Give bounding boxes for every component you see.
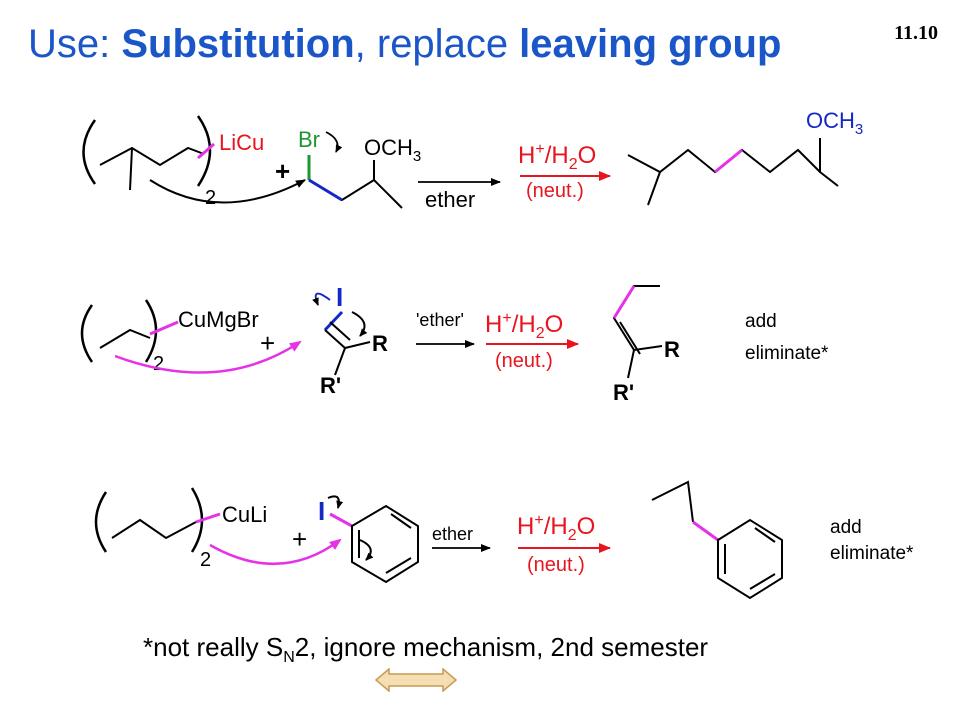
alkyl-chain [99,328,151,349]
alkyl-chain [99,146,205,167]
product-chain [651,480,694,523]
product-och3: OCH3 [806,108,863,138]
workup-neut: (neut.) [495,350,553,372]
product-methyl [647,171,661,206]
product-benzene-double-2 [749,573,776,590]
mechanism-arrow [351,311,368,337]
group-rprime: R' [320,373,341,398]
product-chain [612,285,660,351]
left-parenthesis [80,304,94,363]
leaving-group-i: I [318,496,325,526]
product-r: R [664,337,680,362]
alkene-bond-1 [324,329,346,349]
workup-neut: (neut.) [526,180,584,202]
product-benzene-double-1 [754,527,776,543]
footnote-prefix: *not really S [143,632,284,662]
reagent-cumgbr: CuMgBr [178,307,259,332]
product-r-bond [633,345,663,351]
reagent-culi: CuLi [222,502,267,527]
group-r: R [372,331,388,356]
note-eliminate: eliminate* [830,543,914,564]
leaving-arrow [325,131,343,153]
note-add: add [830,517,862,538]
solvent-ether: ether [432,524,473,544]
carbon-iodine-bond [329,512,353,528]
workup-label: H+/H2O [485,310,563,342]
solvent-ether: ether [425,187,475,212]
methyl-branch [129,147,133,191]
workup-label: H+/H2O [518,141,596,173]
workup-neut: (neut.) [527,554,585,576]
footnote-subscript: N [283,649,295,667]
plus-sign: + [275,156,290,186]
reagent-licu: LiCu [219,130,264,155]
leaving-arrow [327,495,344,509]
alkyl-chain [111,518,197,540]
substrate-chain [308,178,403,209]
note-reaction-3: add eliminate* [830,515,913,567]
carbon-copper-bond [197,142,215,160]
electron-arrow [114,340,302,374]
rprime-bond [334,347,346,376]
leaving-group-i: I [336,282,343,312]
leaving-group-br: Br [298,127,320,152]
reaction-3: CuLi 2 + I ether H+/H2O (neut.) [94,480,783,600]
carbon-iodine-bond [323,310,344,332]
mechanism-arrow [359,539,374,561]
navigation-double-arrow-icon[interactable] [375,668,457,692]
title-keyword-substitution: Substitution [121,22,355,66]
product-benzene [717,518,783,600]
substrate-blue-bond [308,178,343,202]
reaction-1: LiCu 2 + Br OCH3 ether H+/H2O (neut.) OC… [82,108,863,212]
footnote: *not really SN2, ignore mechanism, 2nd s… [143,632,708,667]
footnote-suffix: 2, ignore mechanism, 2nd semester [294,632,709,662]
carbon-copper-bond [195,512,221,524]
subscript-2: 2 [153,353,164,375]
carbon-copper-bond [149,320,179,336]
reaction-2: CuMgBr 2 + I R R' 'ether' H+/H2O (neut.)… [80,282,680,405]
product-rprime: R' [613,380,634,405]
product-rprime-bond [627,349,635,379]
electron-arrow [209,538,342,566]
plus-sign: + [292,524,307,554]
note-eliminate: eliminate* [745,343,829,364]
benzene-double-1 [390,513,412,529]
product-new-bond [612,285,636,319]
page-title: Use: Substitution, replace leaving group [28,22,781,67]
benzene-double-2 [385,557,412,574]
subscript-2: 2 [200,549,211,571]
plus-sign: + [260,328,275,358]
title-prefix: Use: [28,22,122,66]
r-bond [344,341,371,349]
note-add: add [745,311,777,332]
left-parenthesis [82,119,97,185]
right-parenthesis [196,115,212,187]
alkene-bond-2 [329,321,351,341]
left-parenthesis [94,491,108,553]
slide-number: 11.10 [894,22,938,44]
electron-arrow [149,179,306,204]
solvent-ether: 'ether' [416,310,464,330]
benzene-ring [351,504,419,584]
leaving-arrow [312,292,331,306]
product-new-bond [692,520,719,542]
product-new-bond [714,148,743,174]
note-reaction-2: add eliminate* [745,309,828,367]
subscript-2: 2 [205,187,216,209]
title-middle: , replace [354,22,520,66]
title-keyword-leaving-group: leaving group [519,22,782,66]
workup-label: H+/H2O [517,512,595,544]
substrate-och3: OCH3 [364,135,421,165]
